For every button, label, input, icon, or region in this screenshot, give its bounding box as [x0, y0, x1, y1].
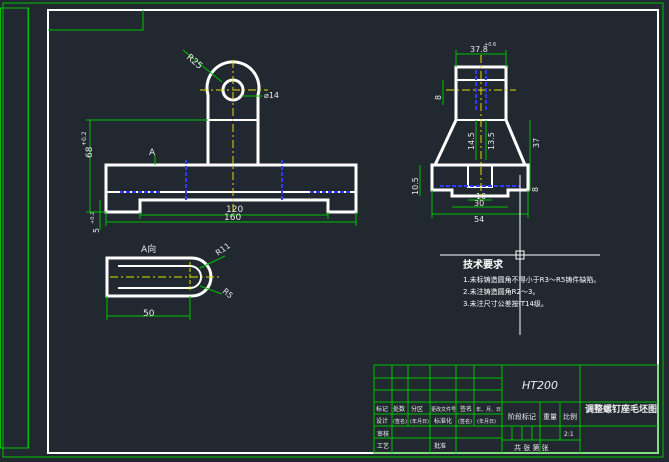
scale-value: 2:1	[564, 431, 574, 438]
scale-label: 比例	[563, 412, 577, 421]
leader-r5	[199, 285, 223, 295]
part-name: 调整螺钉座毛坯图	[585, 403, 657, 415]
tb-row-label: 处数	[393, 405, 405, 413]
dim-160: 160	[224, 213, 241, 223]
tb-row2-label: (年月日)	[410, 418, 429, 425]
sheet-info: 共 张 第 张	[514, 443, 549, 452]
side-view[interactable]: 37.8 +0.6 8 14.5 13.5 37 10.5 8 10 30 54	[411, 42, 541, 224]
a-view-outline	[105, 256, 213, 298]
tech-line-3: 3.未注尺寸公差按IT14级。	[463, 299, 548, 308]
title-block[interactable]: HT200 调整螺钉座毛坯图 标记 处数 分区 更改文件号 签名 年、月、日 设…	[373, 364, 659, 454]
drawing-frame	[47, 9, 659, 454]
material-label: HT200	[522, 379, 558, 392]
dim-50: 50	[143, 309, 155, 319]
dim-120: 120	[226, 205, 243, 215]
tb-row-label: 年、月、日	[476, 406, 501, 413]
dim-30: 30	[474, 199, 484, 208]
leader-r25	[182, 49, 223, 83]
tech-title: 技术要求	[463, 258, 504, 271]
tb-approve: 审核	[377, 430, 389, 438]
tb-row-label: 标记	[376, 405, 388, 413]
dim-5-tol: +0.2	[90, 212, 96, 224]
front-base-outline	[104, 163, 358, 214]
technical-requirements: 技术要求 1.未标铸造圆角不得小于R3～R5铸件缺陷。 2.未注铸造圆角R2～3…	[463, 258, 600, 308]
dim-68-tol: +0.2	[81, 131, 88, 146]
dim-r5: R5	[221, 287, 235, 301]
dim-37: 37	[532, 138, 541, 148]
a-view[interactable]: A向 R11 R5 50	[105, 241, 235, 320]
tb-row-label: 签名	[460, 405, 472, 413]
dim-68: 68	[85, 146, 95, 158]
dim-37-8-tol: +0.6	[484, 42, 496, 48]
dim-r25: R25	[184, 53, 204, 72]
stage-label: 阶段标记	[508, 412, 536, 421]
dim-10: 10	[476, 192, 486, 201]
dim-d14: ⌀14	[264, 91, 279, 100]
sheet-outer-border	[2, 2, 664, 458]
a-view-slot	[118, 265, 202, 289]
code-box	[48, 10, 144, 31]
view-a-label: A	[149, 148, 156, 158]
dim-r11: R11	[214, 241, 232, 257]
a-view-label: A向	[141, 243, 156, 255]
tb-approve: 批准	[434, 442, 446, 450]
dim-54: 54	[474, 215, 484, 224]
side-base-outline	[430, 163, 530, 198]
tb-row-label: 更改文件号	[431, 406, 456, 413]
side-slot	[467, 164, 493, 188]
dim-5: 5	[92, 228, 101, 233]
tb-row2-label: (年月日)	[477, 418, 496, 425]
front-view[interactable]: R25 ⌀14 68 +0.2 A 5 +0.2 120 160	[81, 49, 358, 233]
leader-r11	[199, 255, 226, 269]
binding-margin	[0, 7, 29, 449]
tb-row2-label: (签名)	[393, 418, 407, 425]
dim-14-5: 14.5	[467, 132, 476, 150]
dim-8: 8	[434, 95, 443, 100]
tech-line-1: 1.未标铸造圆角不得小于R3～R5铸件缺陷。	[463, 275, 600, 284]
tech-line-2: 2.未注铸造圆角R2～3。	[463, 287, 539, 296]
tb-row-label: 分区	[411, 405, 423, 413]
dim-37-8: 37.8	[470, 45, 488, 54]
dim-13-5: 13.5	[487, 132, 496, 150]
tb-row2-label: 标准化	[434, 417, 452, 425]
tb-row2-label: 设计	[376, 417, 388, 425]
tb-row2-label: (签名)	[458, 418, 472, 425]
side-upper-outline	[432, 65, 528, 167]
weight-label: 重量	[543, 413, 557, 421]
dim-8b: 8	[531, 187, 540, 192]
dim-10-5: 10.5	[411, 177, 420, 195]
tb-approve: 工艺	[377, 442, 389, 450]
crosshair-cursor	[440, 175, 600, 335]
